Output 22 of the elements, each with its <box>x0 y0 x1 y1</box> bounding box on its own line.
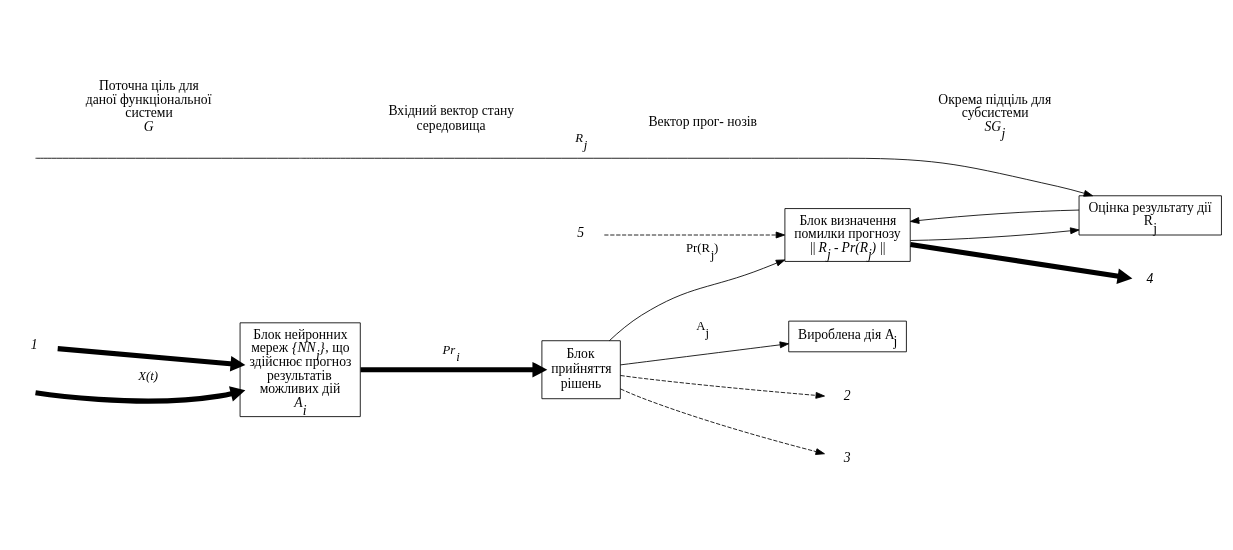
label: Вектор прог- нозів <box>648 113 758 129</box>
arrow <box>35 157 1094 197</box>
arrow <box>360 361 548 378</box>
node-text: 4 <box>1146 270 1154 286</box>
label: Поточна ціль для даної функціональної системи G <box>85 77 212 134</box>
edge-label: X(t) <box>138 368 159 383</box>
arrow <box>910 226 1080 241</box>
arrow <box>910 209 1080 224</box>
label: Вхідний вектор стану середовища <box>388 102 515 133</box>
arrow <box>603 231 786 238</box>
arrow <box>620 387 825 455</box>
node-text: 5 <box>577 224 585 240</box>
arrow <box>608 258 786 341</box>
node-text: 3 <box>843 449 851 465</box>
arrow <box>57 345 246 371</box>
arrow <box>620 340 790 365</box>
arrow <box>35 385 246 404</box>
arrow <box>620 374 825 399</box>
node-text: 2 <box>843 387 851 403</box>
node-box: Блок прийняття рішень <box>541 339 621 399</box>
arrow <box>910 241 1133 284</box>
node-text: 1 <box>30 336 38 352</box>
